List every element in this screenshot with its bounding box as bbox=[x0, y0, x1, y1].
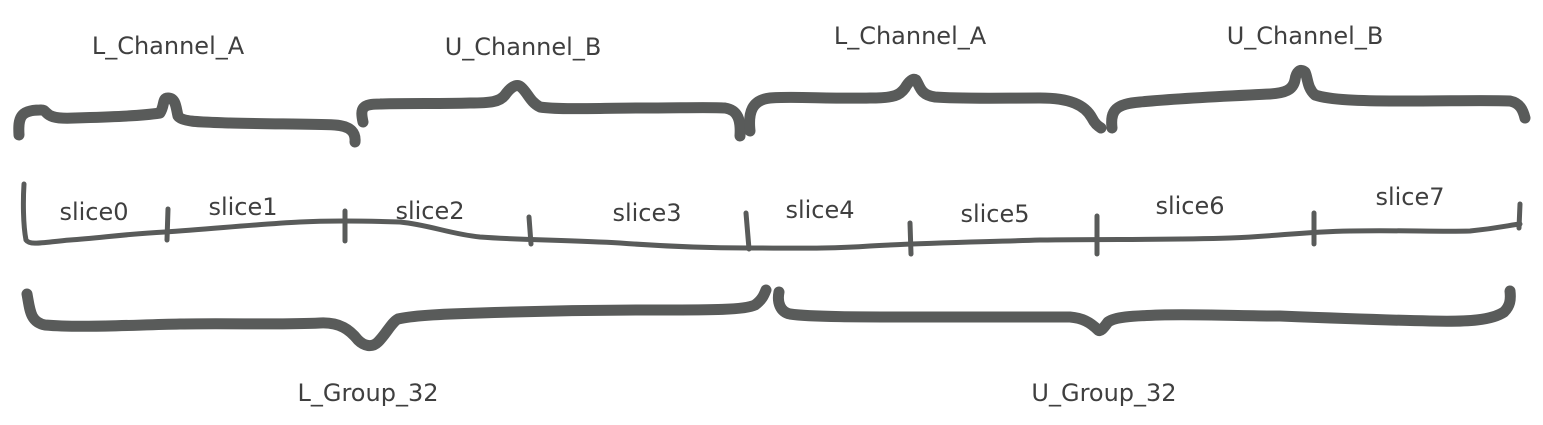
slice-label: slice1 bbox=[208, 193, 277, 221]
top-label: L_Channel_A bbox=[834, 22, 987, 50]
slice-label: slice4 bbox=[785, 196, 854, 224]
channel-brace-3 bbox=[1106, 64, 1531, 134]
slice-label: slice0 bbox=[59, 198, 128, 226]
slice-divider bbox=[907, 220, 914, 257]
slice-label: slice7 bbox=[1375, 183, 1444, 211]
channel-brace-2 bbox=[744, 73, 1107, 137]
top-label: U_Channel_B bbox=[1227, 22, 1384, 50]
top-labels: L_Channel_A U_Channel_B L_Channel_A U_Ch… bbox=[92, 22, 1383, 61]
slice-divider bbox=[526, 214, 534, 247]
slice-labels: slice0 slice1 slice2 slice3 slice4 slice… bbox=[59, 183, 1444, 228]
slice-strip bbox=[20, 181, 1523, 257]
bottom-label: L_Group_32 bbox=[298, 379, 439, 407]
slice-label: slice2 bbox=[395, 197, 464, 225]
group-brace-1 bbox=[772, 285, 1516, 337]
top-label: U_Channel_B bbox=[445, 33, 602, 61]
slice-dividers bbox=[164, 206, 1317, 257]
channel-brace-1 bbox=[356, 80, 746, 142]
slice-divider bbox=[743, 210, 752, 252]
top-label: L_Channel_A bbox=[92, 32, 245, 60]
group-brace-0 bbox=[21, 284, 772, 352]
strip-right-edge bbox=[1516, 201, 1523, 231]
channel-brace-0 bbox=[13, 92, 361, 148]
slice-divider bbox=[164, 206, 171, 243]
strip-baseline bbox=[20, 181, 1523, 251]
bottom-braces bbox=[21, 284, 1516, 352]
bottom-labels: L_Group_32 U_Group_32 bbox=[298, 379, 1177, 407]
slice-label: slice6 bbox=[1155, 192, 1224, 220]
bottom-label: U_Group_32 bbox=[1031, 379, 1176, 407]
top-braces bbox=[13, 64, 1531, 148]
slice-label: slice3 bbox=[612, 199, 681, 227]
slice-label: slice5 bbox=[960, 200, 1029, 228]
